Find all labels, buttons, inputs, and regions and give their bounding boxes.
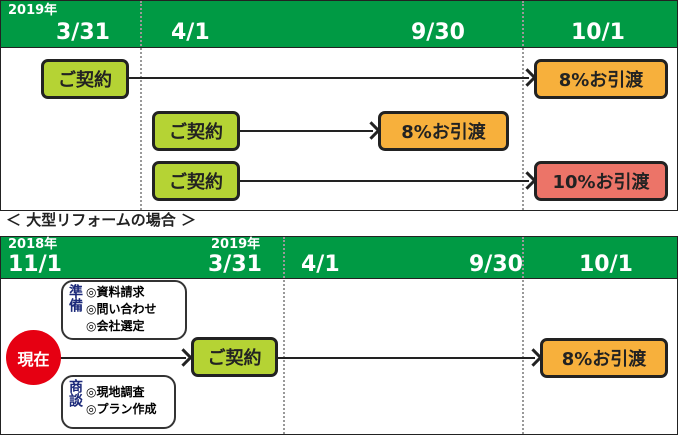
year-label: 2018年	[8, 237, 58, 252]
divider	[522, 1, 524, 210]
arrow	[239, 180, 529, 182]
arrow	[56, 357, 186, 359]
contract-box: ご契約	[191, 337, 278, 377]
delivery-box: 8%お引渡	[540, 338, 668, 378]
contract-box: ご契約	[152, 111, 240, 151]
year-label: 2019年	[8, 3, 58, 18]
section-caption: ＜ 大型リフォームの場合 ＞	[6, 211, 196, 229]
preparation-bubble: 準備 ◎資料請求 ◎問い合わせ ◎会社選定	[61, 280, 187, 340]
contract-box: ご契約	[41, 59, 129, 99]
delivery-box: 8%お引渡	[378, 111, 509, 151]
talk-item: ◎現地調査	[86, 385, 145, 399]
prep-item: ◎資料請求	[86, 285, 145, 299]
prep-item: ◎問い合わせ	[86, 302, 157, 316]
date-label: 10/1	[571, 20, 625, 45]
arrow	[239, 130, 373, 132]
arrow	[277, 357, 535, 359]
date-label: 4/1	[171, 20, 210, 45]
contract-box: ご契約	[152, 161, 240, 201]
negotiation-label: 商談	[67, 379, 83, 407]
standard-timeline: 2019年 3/31 4/1 9/30 10/1 ご契約 8%お引渡 ご契約 8…	[0, 0, 678, 211]
preparation-label: 準備	[67, 284, 83, 312]
date-label: 9/30	[411, 20, 465, 45]
delivery-box: 8%お引渡	[534, 59, 668, 99]
timeline-header: 2019年 3/31 4/1 9/30 10/1	[1, 1, 677, 48]
talk-item: ◎プラン作成	[86, 402, 157, 416]
now-marker: 現在	[6, 330, 61, 385]
negotiation-bubble: 商談 ◎現地調査 ◎プラン作成	[61, 375, 176, 429]
prep-item: ◎会社選定	[86, 319, 145, 333]
arrow	[129, 77, 529, 79]
large-reform-timeline: 2018年 11/1 2019年 3/31 4/1 9/30 10/1 準備 ◎…	[0, 236, 678, 435]
date-label: 9/30	[469, 252, 523, 277]
date-label: 4/1	[301, 252, 340, 277]
date-label: 3/31	[208, 252, 262, 277]
date-label: 10/1	[579, 252, 633, 277]
date-label: 11/1	[8, 252, 62, 277]
timeline-header: 2018年 11/1 2019年 3/31 4/1 9/30 10/1	[1, 237, 677, 279]
divider	[140, 1, 142, 210]
date-label: 3/31	[56, 20, 110, 45]
divider	[283, 237, 285, 434]
arrow-head-icon	[174, 348, 193, 367]
divider	[522, 237, 524, 434]
delivery-box: 10%お引渡	[534, 161, 668, 201]
year-label: 2019年	[211, 237, 261, 252]
